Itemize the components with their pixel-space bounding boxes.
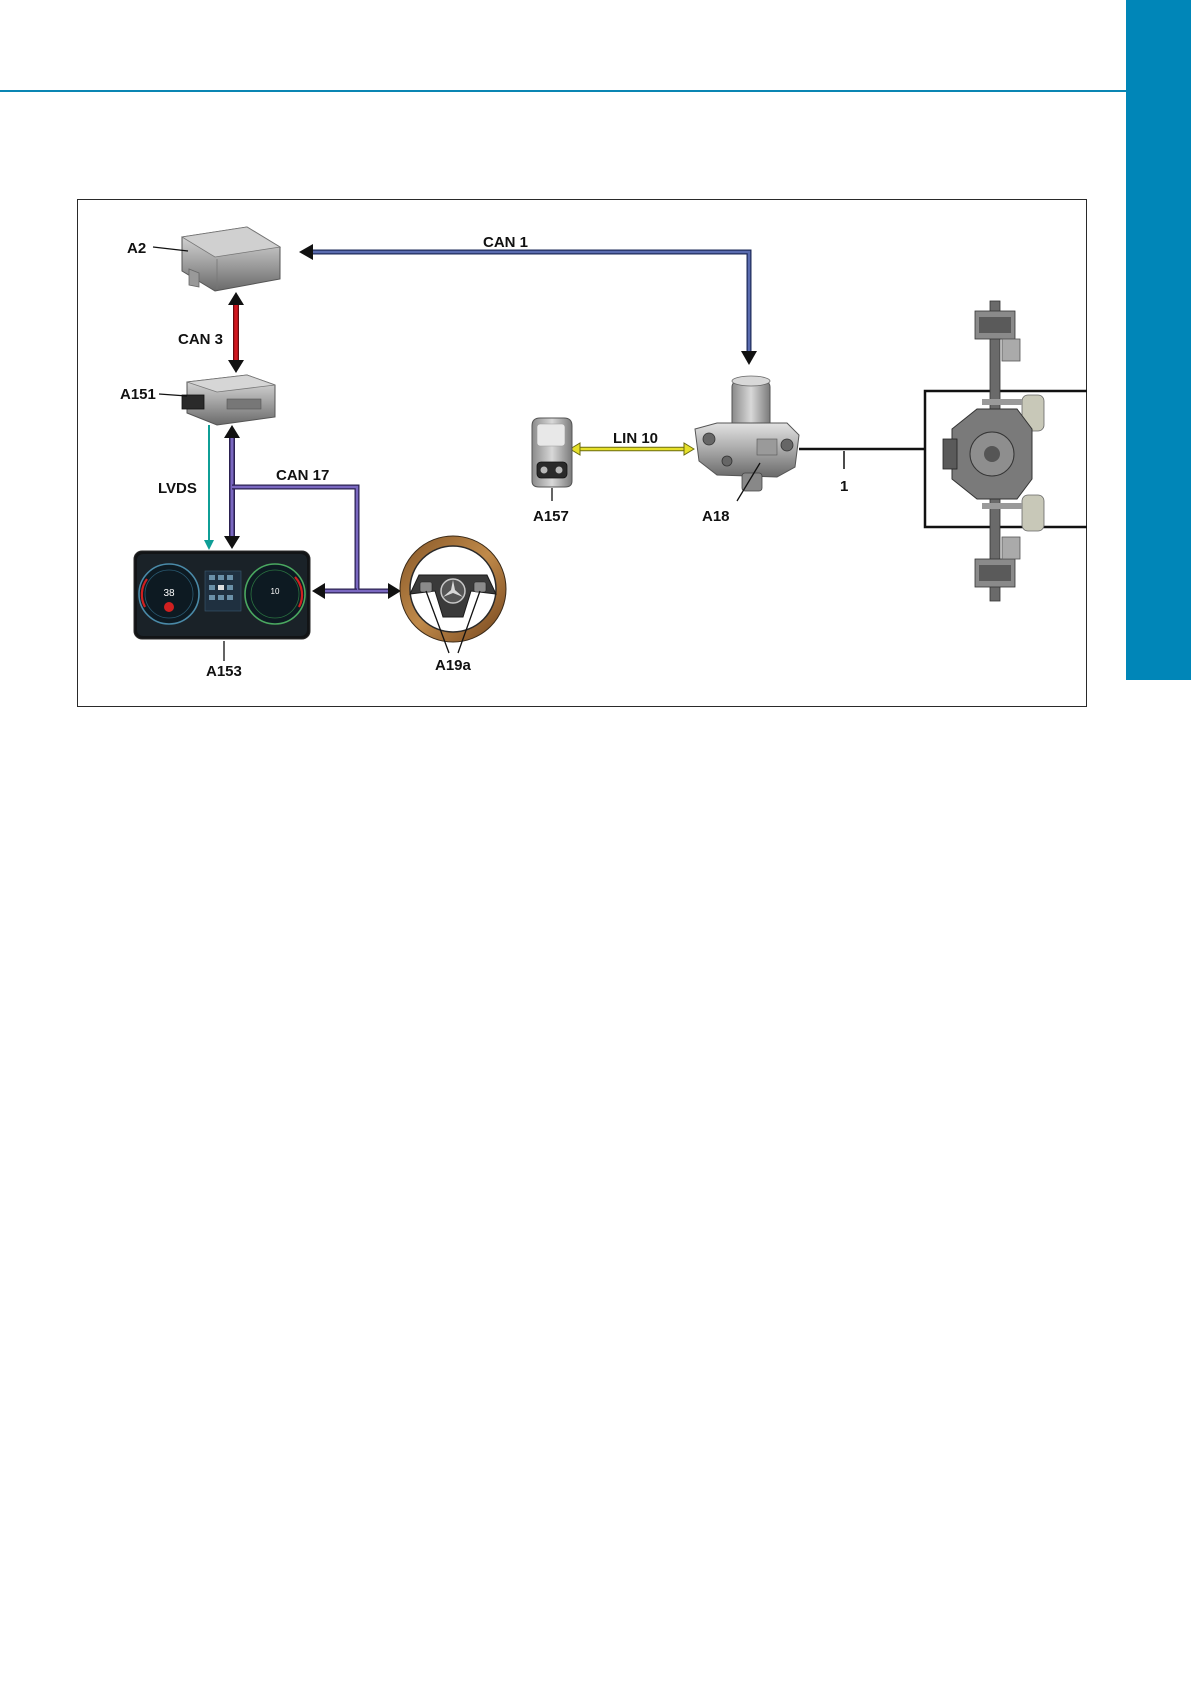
can17-arrow-left [312, 583, 325, 599]
a2-label: A2 [127, 240, 146, 257]
a153-instrument-cluster [134, 551, 310, 639]
rear-axle [943, 301, 1044, 601]
can17-arrow-down [224, 536, 240, 549]
a151-control-unit [182, 375, 275, 425]
can3-arrow-down [228, 360, 244, 373]
a19a-label: A19a [435, 657, 472, 674]
can1-arrow-down [741, 351, 757, 365]
can1-line [299, 244, 757, 365]
can3-arrow-up [228, 292, 244, 305]
can1-label: CAN 1 [483, 234, 528, 251]
can17-label: CAN 17 [276, 467, 329, 484]
header-rule [0, 90, 1126, 92]
a2-control-unit [182, 227, 280, 291]
can17-arrow-right [388, 583, 401, 599]
side-tab [1126, 0, 1191, 680]
a153-value-readout: 10 [271, 587, 280, 596]
a151-label: A151 [120, 386, 156, 403]
can3-label: CAN 3 [178, 331, 223, 348]
a19a-steering-wheel [400, 536, 506, 642]
a153-speed-readout: 38 [163, 588, 175, 599]
a18-label: A18 [702, 508, 730, 525]
network-diagram: 38 10 [77, 199, 1087, 707]
a157-module [532, 418, 572, 487]
a157-label: A157 [533, 508, 569, 525]
lin10-label: LIN 10 [613, 430, 658, 447]
a153-label: A153 [206, 663, 242, 680]
lvds-arrow [204, 540, 214, 550]
a18-air-processing-unit [695, 376, 799, 491]
lvds-label: LVDS [158, 480, 197, 497]
can3-line [228, 292, 244, 373]
lin10-arrow-right [684, 443, 694, 455]
can17-arrow-up [224, 425, 240, 438]
lvds-line [204, 425, 214, 550]
item1-label: 1 [840, 478, 848, 495]
can1-arrow-left [299, 244, 313, 260]
